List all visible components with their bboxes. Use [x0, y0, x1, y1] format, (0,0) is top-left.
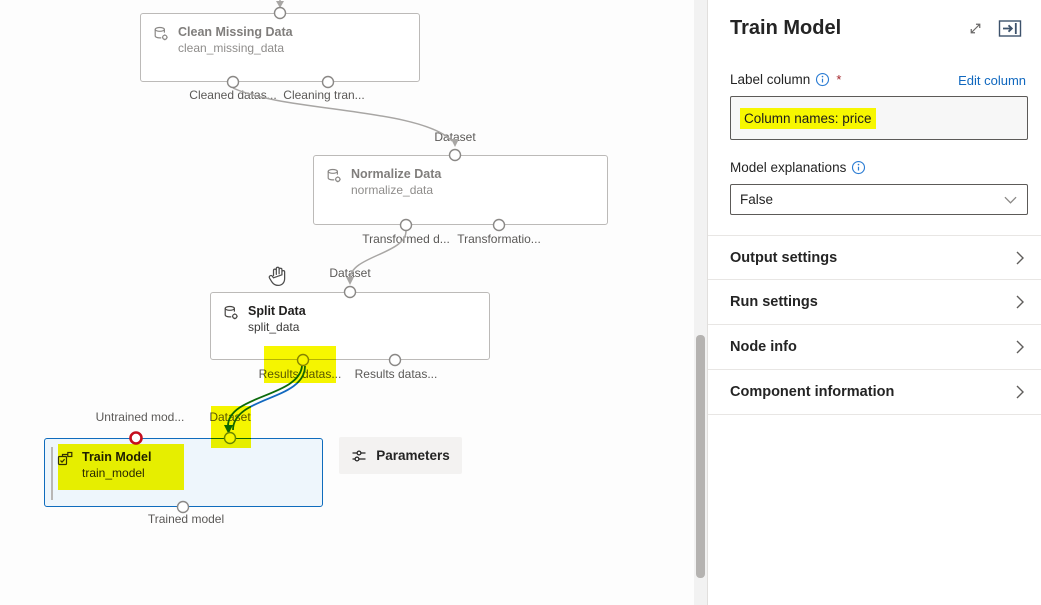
node-title: Normalize Data — [351, 167, 442, 181]
port-label: Results datas... — [354, 367, 438, 381]
edge-arrowhead — [276, 1, 284, 8]
section-component-information[interactable]: Component information — [708, 370, 1041, 415]
port-label: Cleaning tran... — [283, 88, 365, 102]
panel-accordion: Output settings Run settings Node info C… — [708, 235, 1041, 415]
node-title: Clean Missing Data — [178, 25, 293, 39]
parameters-button[interactable]: Parameters — [339, 437, 462, 474]
chevron-right-icon — [1016, 385, 1024, 399]
node-normalize-data[interactable]: Normalize Data normalize_data — [313, 155, 608, 225]
port-label: Dataset — [209, 410, 251, 424]
section-label: Component information — [730, 384, 895, 400]
canvas-scrollbar-track[interactable] — [694, 0, 707, 605]
node-subtitle: split_data — [248, 319, 300, 334]
node-subtitle: train_model — [82, 465, 145, 480]
info-icon[interactable] — [815, 72, 830, 87]
section-label: Output settings — [730, 249, 838, 266]
info-icon[interactable] — [851, 160, 866, 175]
required-asterisk: * — [836, 72, 842, 87]
node-subtitle: normalize_data — [351, 182, 434, 197]
model-explanations-value: False — [740, 192, 774, 207]
chevron-right-icon — [1016, 251, 1024, 265]
hand-cursor — [268, 266, 286, 287]
edge-arrowhead-green — [224, 425, 233, 434]
chevron-down-icon — [1004, 196, 1017, 204]
database-gear-icon — [154, 26, 168, 41]
section-node-info[interactable]: Node info — [708, 325, 1041, 370]
pipeline-canvas[interactable]: Clean Missing Data clean_missing_data No… — [0, 0, 694, 605]
node-title: Split Data — [248, 304, 306, 318]
section-label: Run settings — [730, 294, 818, 310]
properties-panel: Train Model Label column * Edit column C… — [707, 0, 1041, 605]
train-model-icon — [57, 451, 73, 466]
canvas-scrollbar-thumb[interactable] — [696, 335, 705, 578]
label-column-label: Label column — [730, 72, 811, 87]
port-label: Trained model — [147, 512, 225, 526]
chevron-right-icon — [1016, 340, 1024, 354]
label-column-value-box[interactable]: Column names: price — [730, 96, 1028, 140]
node-split-data[interactable]: Split Data split_data — [210, 292, 490, 360]
port-label: Untrained mod... — [95, 410, 185, 424]
panel-title: Train Model — [730, 17, 842, 39]
node-subtitle: clean_missing_data — [178, 40, 285, 55]
label-column-value: Column names: price — [740, 107, 876, 129]
node-drag-handle — [51, 447, 53, 500]
model-explanations-select[interactable]: False — [730, 184, 1028, 215]
node-train-model[interactable]: Train Model train_model — [44, 438, 323, 507]
port-label: Dataset — [434, 130, 476, 144]
model-explanations-label: Model explanations — [730, 160, 847, 175]
node-clean-missing-data[interactable]: Clean Missing Data clean_missing_data — [140, 13, 420, 82]
port-label: Dataset — [329, 266, 371, 280]
port-label: Transformed d... — [362, 232, 450, 246]
sliders-icon — [352, 449, 366, 462]
port-label: Transformatio... — [457, 232, 541, 246]
database-gear-icon — [327, 168, 341, 183]
edit-column-link[interactable]: Edit column — [958, 73, 1026, 88]
chevron-right-icon — [1016, 295, 1024, 309]
node-title: Train Model — [82, 450, 152, 464]
diagonal-resize-icon — [970, 23, 981, 34]
port-label: Cleaned datas... — [189, 88, 277, 102]
port-label: Results datas... — [258, 367, 342, 381]
parameters-button-label: Parameters — [376, 448, 450, 463]
collapse-panel-icon[interactable] — [998, 19, 1022, 41]
section-output-settings[interactable]: Output settings — [708, 235, 1041, 280]
expand-panel-icon[interactable] — [967, 20, 984, 40]
section-label: Node info — [730, 339, 797, 355]
database-gear-icon — [224, 305, 238, 320]
section-run-settings[interactable]: Run settings — [708, 280, 1041, 325]
arrow-into-panel-icon — [998, 20, 1022, 37]
